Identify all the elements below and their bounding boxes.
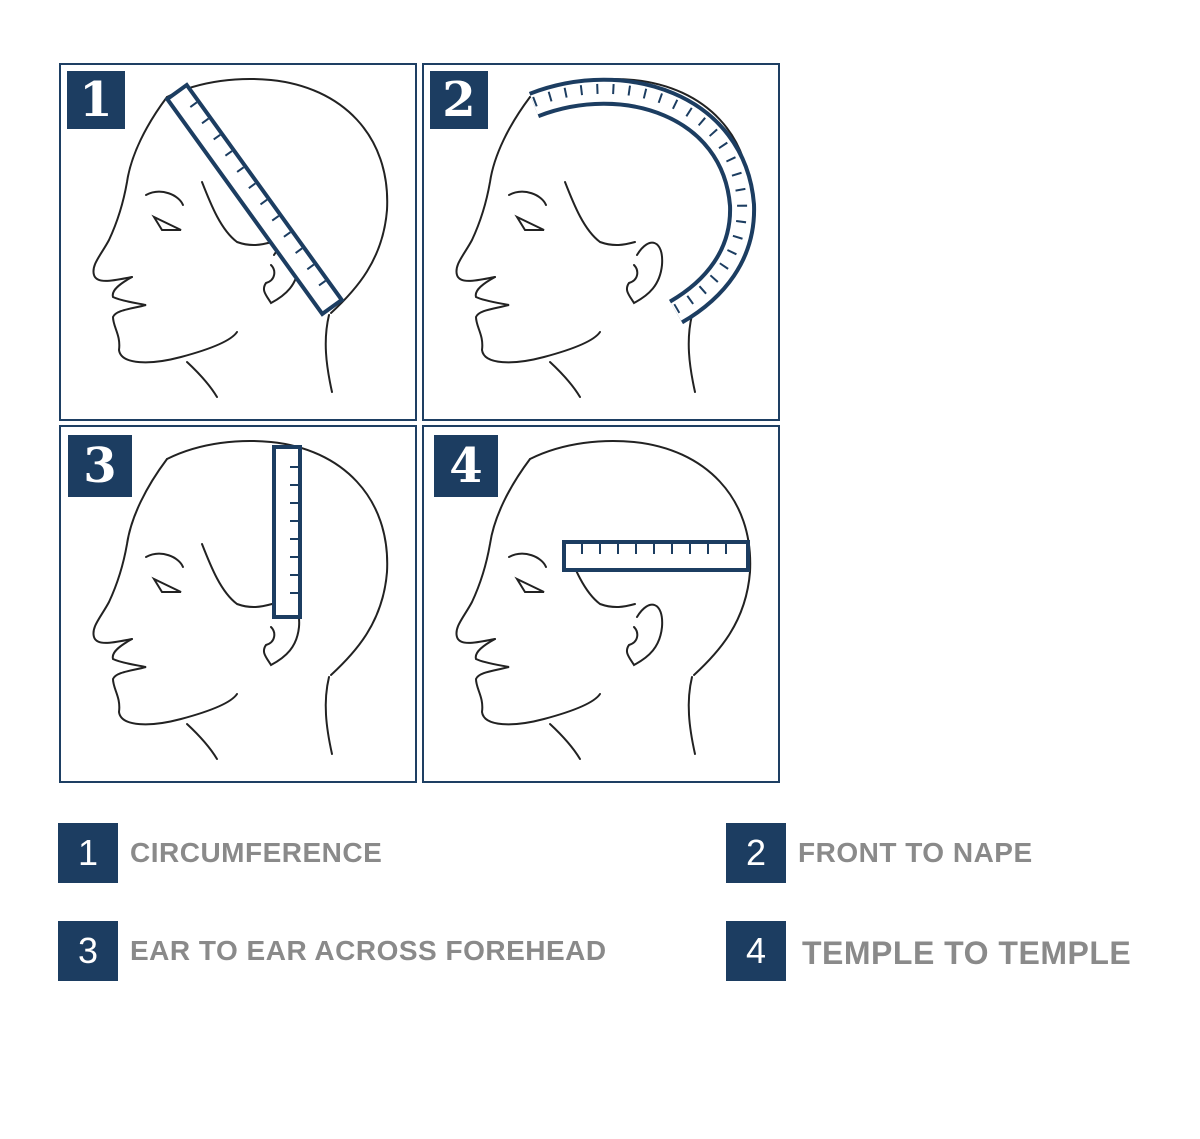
head-illustration [92, 77, 389, 398]
measuring-tape-icon [272, 445, 302, 619]
legend-badge-3: 3 [58, 921, 118, 981]
head-illustration [92, 439, 389, 760]
measuring-tape-icon [528, 77, 757, 325]
panel-temple-to-temple: 4 [422, 425, 780, 783]
panel-front-to-nape: 2 [422, 63, 780, 421]
panel-number-badge: 2 [430, 71, 488, 129]
head-illustration [455, 77, 757, 398]
measuring-tape-icon [164, 82, 345, 317]
panel-number-badge: 3 [68, 435, 132, 497]
measuring-tape-icon [562, 540, 750, 572]
legend-badge-2: 2 [726, 823, 786, 883]
legend-label-circumference: CIRCUMFERENCE [130, 837, 383, 868]
legend-label-front-to-nape: FRONT TO NAPE [798, 837, 1033, 868]
legend-badge-1: 1 [58, 823, 118, 883]
legend-badge-4: 4 [726, 921, 786, 981]
panel-number-badge: 4 [434, 435, 498, 497]
head-illustration [455, 439, 752, 760]
panel-circumference: 1 [59, 63, 417, 421]
panel-number-badge: 1 [67, 71, 125, 129]
panel-ear-to-ear: 3 [59, 425, 417, 783]
legend-label-temple-to-temple: TEMPLE TO TEMPLE [802, 935, 1132, 971]
legend-label-ear-to-ear: EAR TO EAR ACROSS FOREHEAD [130, 935, 607, 966]
